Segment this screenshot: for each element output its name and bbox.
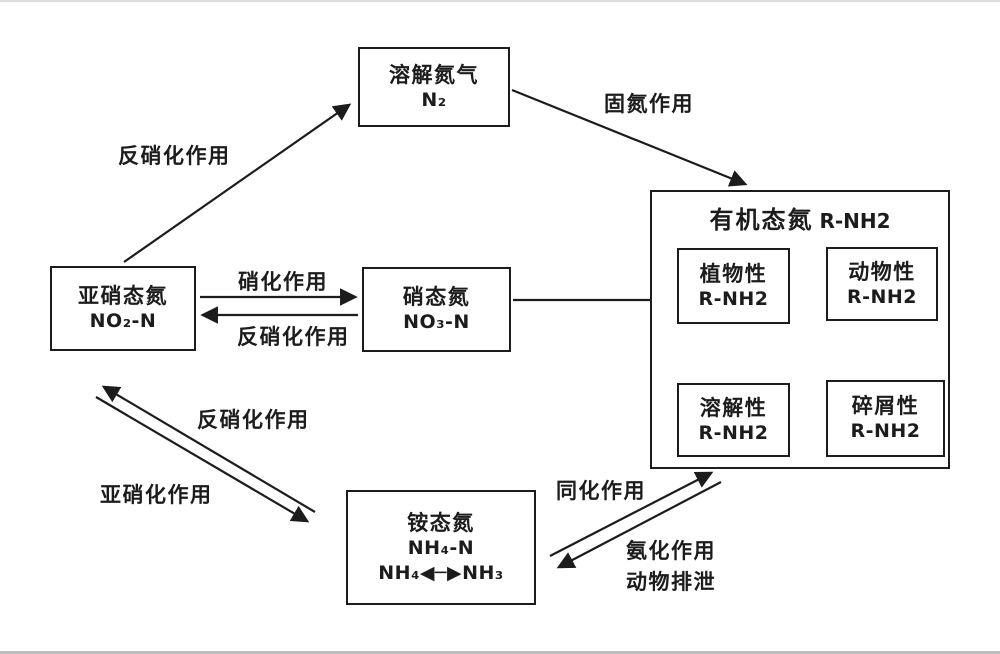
label-nitrosation: 亚硝化作用 (100, 483, 213, 507)
top-edge-line (0, 0, 1000, 2)
node-formula: N₂ (421, 88, 447, 111)
node-formula: NO₂-N (89, 310, 157, 333)
node-title: 碎屑性 (851, 394, 920, 418)
node-dissolved-organic: 溶解性 R-NH2 (677, 383, 790, 457)
label-denitrification-mid: 反硝化作用 (237, 325, 350, 349)
bottom-edge-line (0, 651, 1000, 654)
organic-title-text: 有机态氮 (709, 206, 814, 234)
label-denitrification-top: 反硝化作用 (118, 144, 231, 168)
label-animal-excretion: 动物排泄 (626, 570, 716, 594)
node-title: 硝态氮 (402, 285, 471, 309)
node-formula: NO₃-N (403, 311, 470, 334)
node-formula: R-NH2 (698, 421, 769, 444)
node-formula: R-NH2 (698, 287, 769, 310)
node-title: 溶解氮气 (389, 62, 479, 87)
node-title: 亚硝态氮 (78, 284, 168, 308)
node-formula: R-NH2 (846, 285, 918, 308)
label-denitrification-diag: 反硝化作用 (197, 408, 310, 432)
arrow-nitrite-to-n2 (123, 103, 352, 263)
label-nitrogen-fixation: 固氮作用 (604, 92, 694, 116)
nh4-nh3-equilibrium: NH₄◀─▶NH₃ (378, 561, 504, 584)
label-ammonification: 氨化作用 (626, 539, 716, 563)
node-plant-organic: 植物性 R-NH2 (677, 248, 790, 324)
node-formula: R-NH2 (850, 420, 921, 443)
node-nitrite: 亚硝态氮 NO₂-N (50, 266, 196, 351)
node-ammonium: 铵态氮 NH₄-N NH₄◀─▶NH₃ (346, 490, 536, 605)
node-formula: NH₄-N (407, 536, 475, 559)
node-dissolved-n2: 溶解氮气 N₂ (358, 47, 510, 127)
node-title: 动物性 (848, 259, 916, 284)
label-nitrification: 硝化作用 (238, 270, 328, 294)
node-title: 植物性 (699, 261, 768, 286)
organic-formula-text: R-NH2 (819, 209, 891, 233)
label-assimilation: 同化作用 (556, 479, 646, 503)
node-nitrate: 硝态氮 NO₃-N (362, 267, 511, 352)
node-title: 溶解性 (699, 395, 768, 420)
node-detrital-organic: 碎屑性 R-NH2 (826, 380, 945, 457)
node-title: 铵态氮 (407, 510, 475, 535)
node-animal-organic: 动物性 R-NH2 (826, 247, 938, 321)
